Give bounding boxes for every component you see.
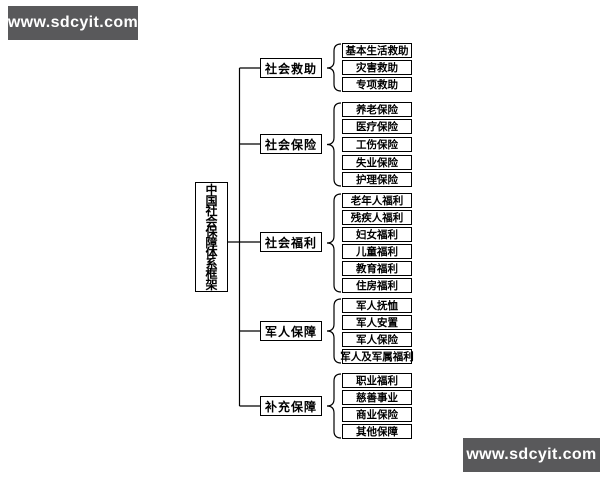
branch-node-social-assistance: 社会救助 — [260, 58, 322, 78]
branch-node-supplementary-security: 补充保障 — [260, 396, 322, 416]
leaf-node: 住房福利 — [342, 278, 412, 293]
branch-node-social-insurance: 社会保险 — [260, 134, 322, 154]
leaf-node: 养老保险 — [342, 102, 412, 117]
leaf-node: 教育福利 — [342, 261, 412, 276]
brace-social-assistance — [326, 43, 342, 92]
leaf-node: 慈善事业 — [342, 390, 412, 405]
branch-node-military-security: 军人保障 — [260, 321, 322, 341]
leaf-node: 护理保险 — [342, 172, 412, 187]
leaf-node: 专项救助 — [342, 77, 412, 92]
leaf-node: 基本生活救助 — [342, 43, 412, 58]
leaf-node: 工伤保险 — [342, 137, 412, 152]
brace-social-welfare — [326, 193, 342, 293]
leaf-node: 儿童福利 — [342, 244, 412, 259]
leaf-node: 老年人福利 — [342, 193, 412, 208]
leaf-node: 军人抚恤 — [342, 298, 412, 313]
leaf-node: 军人安置 — [342, 315, 412, 330]
leaf-node: 军人及军属福利 — [340, 349, 414, 364]
leaf-node: 商业保险 — [342, 407, 412, 422]
leaf-node: 灾害救助 — [342, 60, 412, 75]
branch-node-social-welfare: 社会福利 — [260, 232, 322, 252]
leaf-node: 失业保险 — [342, 155, 412, 170]
leaf-node: 医疗保险 — [342, 119, 412, 134]
brace-military-security — [326, 298, 342, 364]
leaf-node: 妇女福利 — [342, 227, 412, 242]
leaf-node: 职业福利 — [342, 373, 412, 388]
leaf-node: 残疾人福利 — [342, 210, 412, 225]
brace-supplementary-security — [326, 373, 342, 439]
watermark-top-text: www.sdcyit.com — [7, 14, 139, 31]
brace-social-insurance — [326, 102, 342, 187]
watermark-top: www.sdcyit.com — [8, 6, 138, 40]
leaf-node: 军人保险 — [342, 332, 412, 347]
leaf-node: 其他保障 — [342, 424, 412, 439]
watermark-bottom: www.sdcyit.com — [463, 438, 600, 472]
watermark-bottom-text: www.sdcyit.com — [466, 446, 597, 463]
root-node: 中国社会保障体系框架 — [195, 182, 228, 292]
